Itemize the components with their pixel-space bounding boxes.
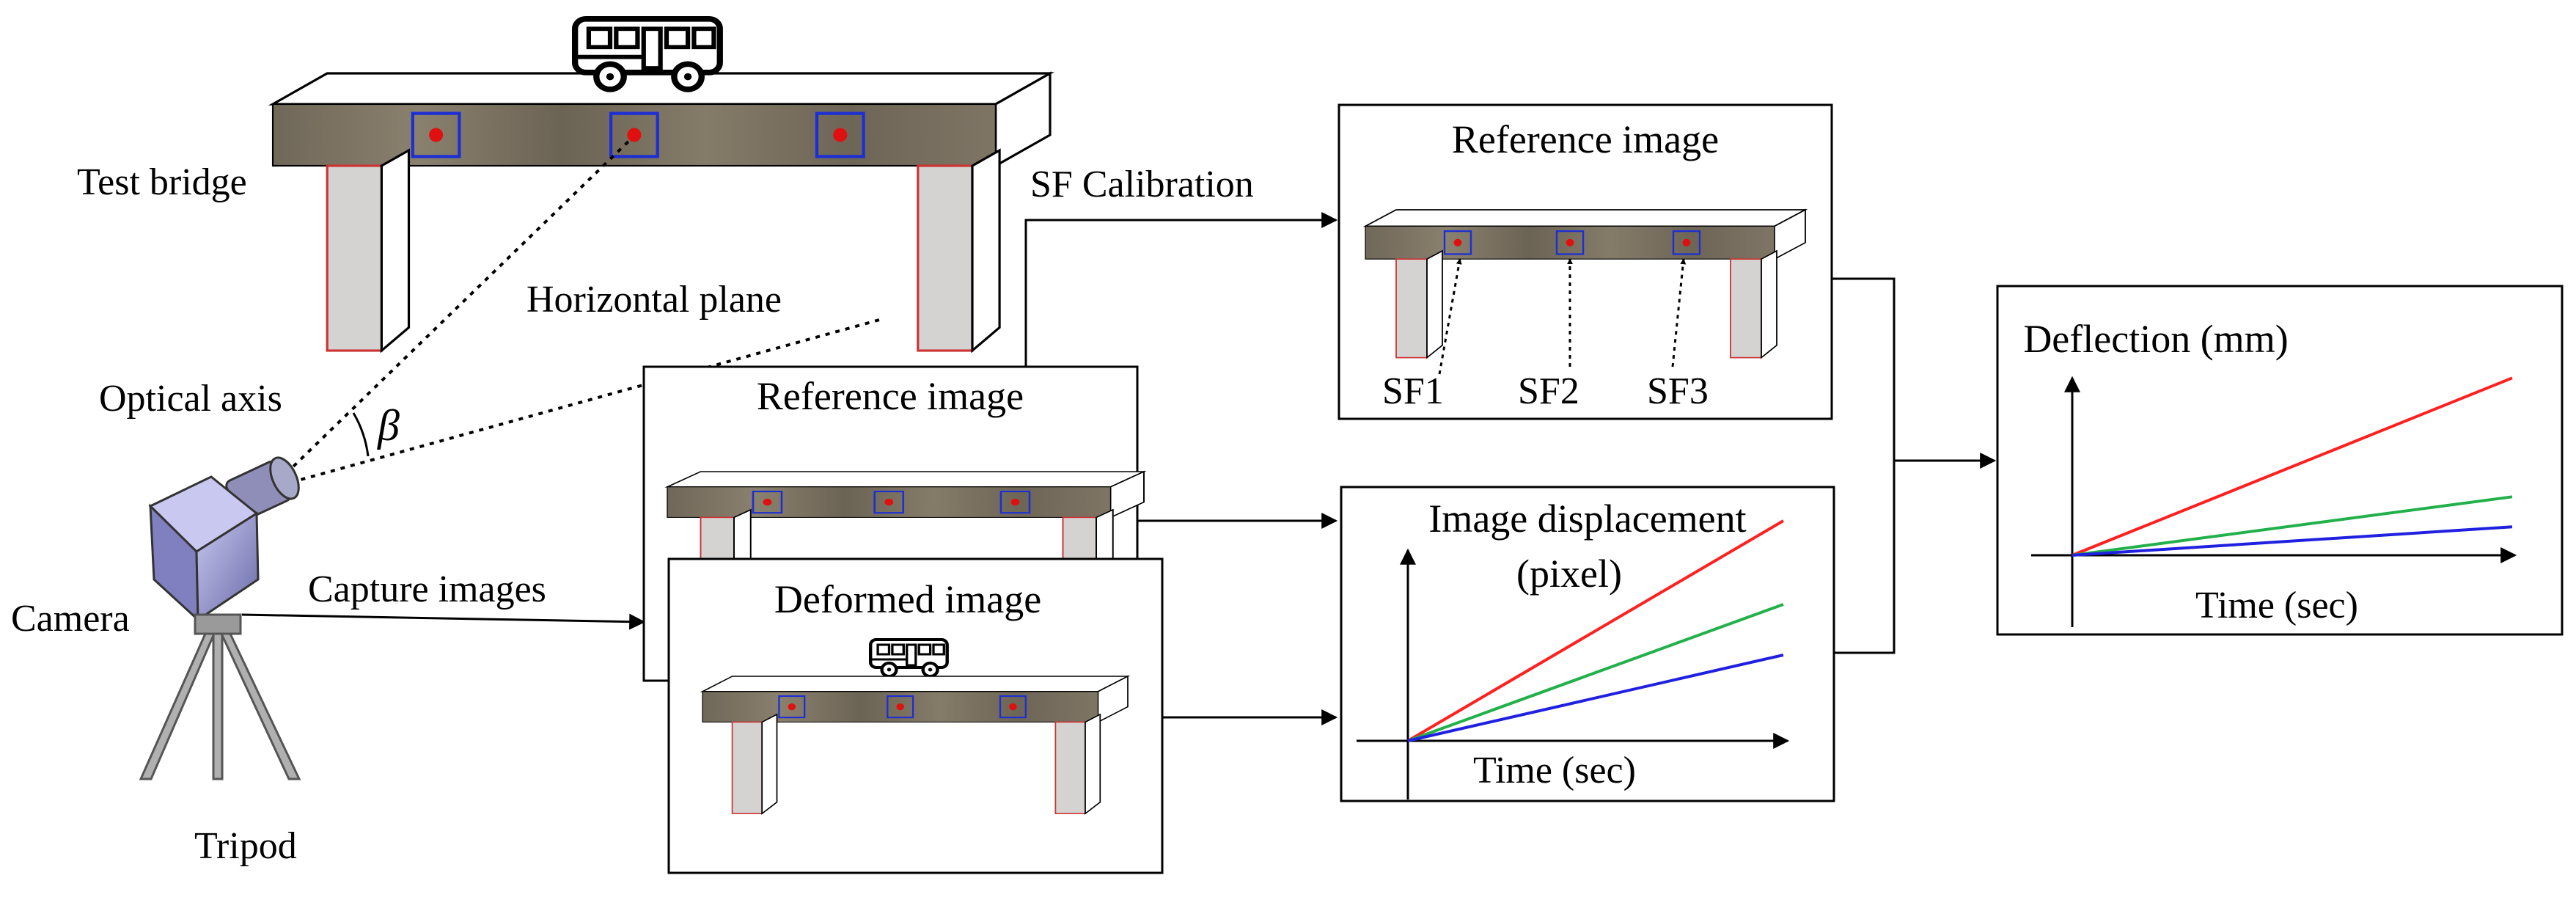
deformed-image-title: Deformed image (774, 577, 1041, 621)
sf2-label: SF2 (1518, 370, 1579, 412)
sf1-label: SF1 (1382, 370, 1444, 412)
sf1-pointer (1438, 258, 1462, 375)
displacement-series-line-2 (1407, 603, 1784, 742)
displacement-x-label: Time (sec) (1473, 750, 1636, 791)
sf-calibration-label: SF Calibration (1030, 164, 1254, 205)
deflection-series-line-1 (2072, 376, 2513, 557)
camera-label: Camera (11, 598, 130, 640)
horizontal-plane-label: Horizontal plane (526, 279, 782, 321)
deflection-title: Deflection (mm) (2023, 317, 2288, 361)
deflection-panel: Deflection (mm) Time (sec) (1996, 285, 2564, 636)
optical-axis-line (270, 136, 634, 489)
capture-arrow (241, 613, 646, 630)
angle-arc (352, 412, 370, 457)
deflection-series-line-3 (2072, 525, 2513, 557)
reference-image-title-top: Reference image (1452, 117, 1719, 161)
image-displacement-panel: Image displacement (pixel) Time (sec) (1340, 486, 1835, 802)
displacement-series-line-1 (1406, 519, 1785, 742)
optical-axis-label: Optical axis (99, 378, 282, 420)
camera-icon (148, 456, 300, 623)
image-displacement-title-line1: Image displacement (1428, 497, 1746, 541)
deformed-image-panel: Deformed image (667, 557, 1164, 874)
reference-image-title-left: Reference image (757, 374, 1024, 418)
test-bridge-label: Test bridge (77, 161, 247, 203)
displacement-series-line-3 (1407, 654, 1784, 742)
horizontal-plane-line (271, 318, 883, 489)
beta-symbol: β (377, 401, 400, 450)
tripod-icon (139, 613, 301, 780)
deflection-series (2072, 376, 2513, 557)
capture-images-label: Capture images (308, 568, 546, 610)
displacement-series (1406, 519, 1785, 742)
tripod-label: Tripod (194, 825, 297, 867)
deflection-series-line-2 (2072, 495, 2513, 557)
sf3-label: SF3 (1647, 370, 1709, 412)
deflection-x-label: Time (sec) (2195, 585, 2358, 626)
sf-calibration-connector (1024, 212, 1338, 367)
sf3-pointer (1671, 258, 1687, 367)
image-displacement-title-line2: (pixel) (1516, 552, 1622, 596)
reference-image-panel-top: Reference image SF1 SF2 SF3 (1337, 103, 1833, 420)
merge-connector-top (1832, 277, 1896, 654)
